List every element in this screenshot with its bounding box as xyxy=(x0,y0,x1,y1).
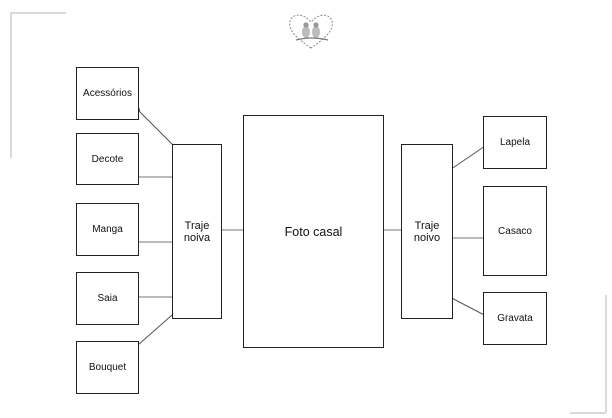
groom-item-label: Casaco xyxy=(498,225,532,237)
frame-corner-top-left-horizontal xyxy=(10,12,66,14)
bride-item-label: Decote xyxy=(91,153,124,165)
bride-item-label: Manga xyxy=(92,224,123,235)
frame-corner-bottom-right-vertical xyxy=(605,295,607,413)
heart-birds-logo-icon xyxy=(289,14,333,49)
groom-outfit-box: Traje noivo xyxy=(401,144,453,319)
bride-item-label: Acessórios xyxy=(83,88,132,99)
bride-outfit-box: Traje noiva xyxy=(172,144,222,319)
frame-corner-top-left-vertical xyxy=(10,12,12,158)
groom-item-label: Lapela xyxy=(499,137,531,148)
groom-item-lapela: Lapela xyxy=(483,116,547,169)
groom-item-casaco: Casaco xyxy=(483,186,547,276)
bride-outfit-title-line1: Traje xyxy=(184,219,210,232)
bride-item-label: Saia xyxy=(97,293,118,304)
bride-item-saia: Saia xyxy=(76,272,139,325)
bride-item-acessorios: Acessórios xyxy=(76,67,139,120)
groom-item-gravata: Gravata xyxy=(483,292,547,345)
bride-outfit-title-line2: noiva xyxy=(183,231,211,244)
bride-item-label: Bouquet xyxy=(88,362,127,373)
groom-outfit-title-line2: noivo xyxy=(413,231,441,244)
couple-photo-label: Foto casal xyxy=(284,224,343,239)
groom-outfit-title-line1: Traje xyxy=(414,219,440,232)
bride-item-bouquet: Bouquet xyxy=(76,341,139,394)
bride-item-decote: Decote xyxy=(76,133,139,185)
bride-item-manga: Manga xyxy=(76,203,139,256)
frame-corner-bottom-right-horizontal xyxy=(570,412,606,414)
couple-photo-box: Foto casal xyxy=(243,115,384,348)
groom-item-label: Gravata xyxy=(497,313,533,324)
